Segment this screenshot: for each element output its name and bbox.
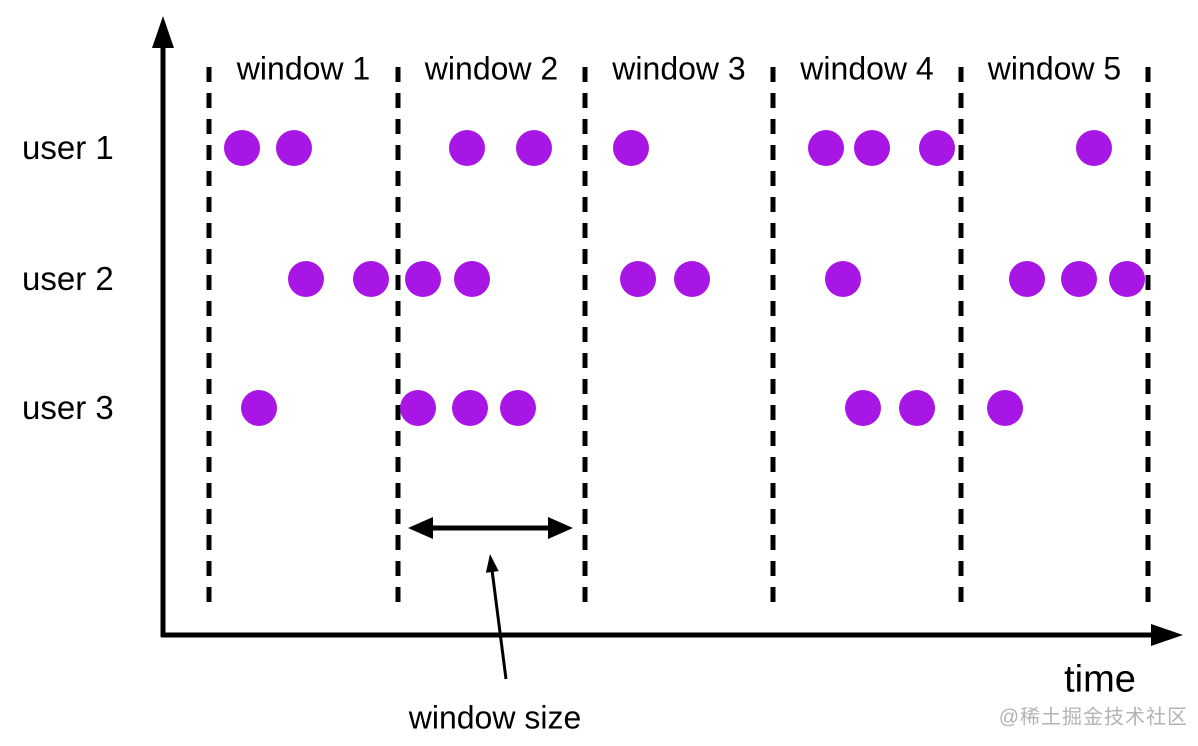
event-dot bbox=[1109, 261, 1145, 297]
event-dot bbox=[454, 261, 490, 297]
event-dot bbox=[808, 130, 844, 166]
window-size-pointer-arrow bbox=[485, 554, 508, 680]
event-dot bbox=[1076, 130, 1112, 166]
window-size-arrow bbox=[408, 517, 573, 539]
window-size-label: window size bbox=[408, 699, 582, 736]
x-axis-label: time bbox=[1064, 658, 1136, 701]
event-dot bbox=[854, 130, 890, 166]
event-dot bbox=[613, 130, 649, 166]
event-dot bbox=[674, 261, 710, 297]
event-dot bbox=[400, 390, 436, 426]
event-dot bbox=[620, 261, 656, 297]
user-row-label-3: user 3 bbox=[22, 389, 114, 426]
event-dot bbox=[449, 130, 485, 166]
y-axis-arrowhead-icon bbox=[152, 16, 174, 48]
x-axis-arrowhead-icon bbox=[1151, 624, 1183, 646]
window-boundaries bbox=[206, 67, 1151, 603]
arrow-right-head-icon bbox=[548, 517, 573, 539]
event-dot bbox=[1009, 261, 1045, 297]
event-dot bbox=[825, 261, 861, 297]
arrow-left-head-icon bbox=[408, 517, 433, 539]
event-dot bbox=[987, 390, 1023, 426]
event-dot bbox=[353, 261, 389, 297]
event-dot bbox=[452, 390, 488, 426]
event-dot bbox=[288, 261, 324, 297]
event-dot bbox=[276, 130, 312, 166]
event-dot bbox=[500, 390, 536, 426]
user-row-label-1: user 1 bbox=[22, 129, 114, 166]
event-dot bbox=[516, 130, 552, 166]
event-dot bbox=[241, 390, 277, 426]
window-label-2: window 2 bbox=[424, 50, 559, 87]
window-label-5: window 5 bbox=[987, 50, 1122, 87]
watermark: @稀土掘金技术社区 bbox=[998, 706, 1188, 729]
event-dot bbox=[919, 130, 955, 166]
user-row-label-2: user 2 bbox=[22, 260, 114, 297]
pointer-arrowhead-icon bbox=[485, 554, 499, 573]
event-dot bbox=[224, 130, 260, 166]
window-label-4: window 4 bbox=[800, 50, 934, 87]
event-dot bbox=[845, 390, 881, 426]
event-dot bbox=[405, 261, 441, 297]
window-label-1: window 1 bbox=[236, 50, 371, 87]
event-dot bbox=[1061, 261, 1097, 297]
event-dots bbox=[224, 130, 1145, 426]
window-label-3: window 3 bbox=[612, 50, 746, 87]
event-dot bbox=[899, 390, 935, 426]
